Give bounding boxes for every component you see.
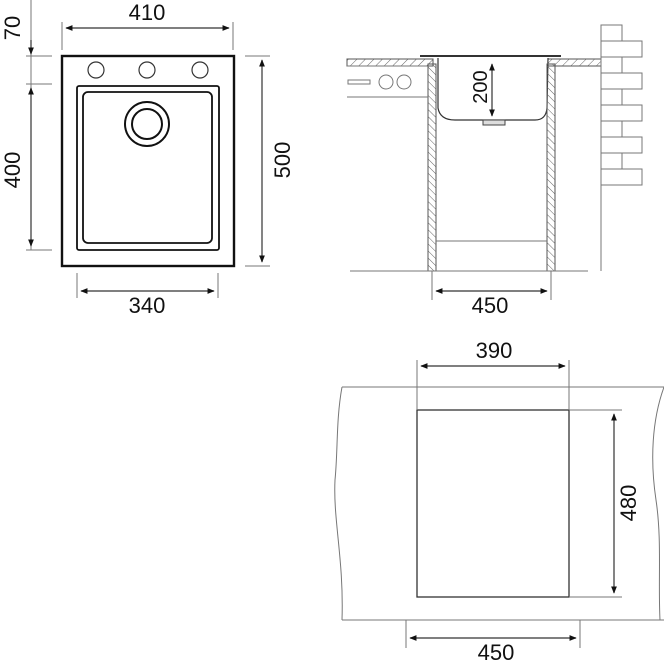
countertop-right <box>547 58 602 67</box>
appliance-knob-icon <box>378 74 394 90</box>
dim-side-bowl-depth: 200 <box>470 70 492 103</box>
dim-cabinet-width-cutout: 450 <box>478 640 515 664</box>
cutout-outline <box>416 409 570 598</box>
brick-wall <box>600 24 643 271</box>
drain-ring-icon <box>124 101 170 147</box>
side-view: 200 450 <box>346 24 643 318</box>
cutout-view: 390 480 450 <box>334 338 664 664</box>
appliance-display-icon <box>347 79 371 85</box>
tap-hole-icon <box>138 61 156 79</box>
dim-bowl-width: 340 <box>129 293 166 318</box>
tap-hole-icon <box>87 61 105 79</box>
dim-cutout-depth: 480 <box>616 485 641 522</box>
dim-cutout-width: 390 <box>476 338 513 363</box>
cabinet-panel-right <box>546 63 556 272</box>
sink-bowl-profile <box>437 57 549 121</box>
dim-deck-depth: 70 <box>0 16 25 40</box>
drain-icon <box>131 108 163 140</box>
appliance-knob-icon <box>396 74 412 90</box>
sink-outer-outline <box>60 54 236 268</box>
countertop-left <box>346 58 434 67</box>
bowl-outer-outline <box>76 85 220 251</box>
dim-overall-width: 410 <box>129 0 166 25</box>
countertop-slab <box>334 386 664 621</box>
top-view: 410 340 500 70 400 <box>0 0 295 318</box>
bowl-inner-outline <box>82 91 213 244</box>
tap-hole-icon <box>191 61 209 79</box>
drain-outlet-icon <box>482 119 506 126</box>
dim-overall-depth: 500 <box>270 142 295 179</box>
cabinet-panel-left <box>427 63 437 272</box>
dim-cabinet-width-side: 450 <box>472 293 509 318</box>
dim-bowl-depth: 400 <box>0 152 25 189</box>
